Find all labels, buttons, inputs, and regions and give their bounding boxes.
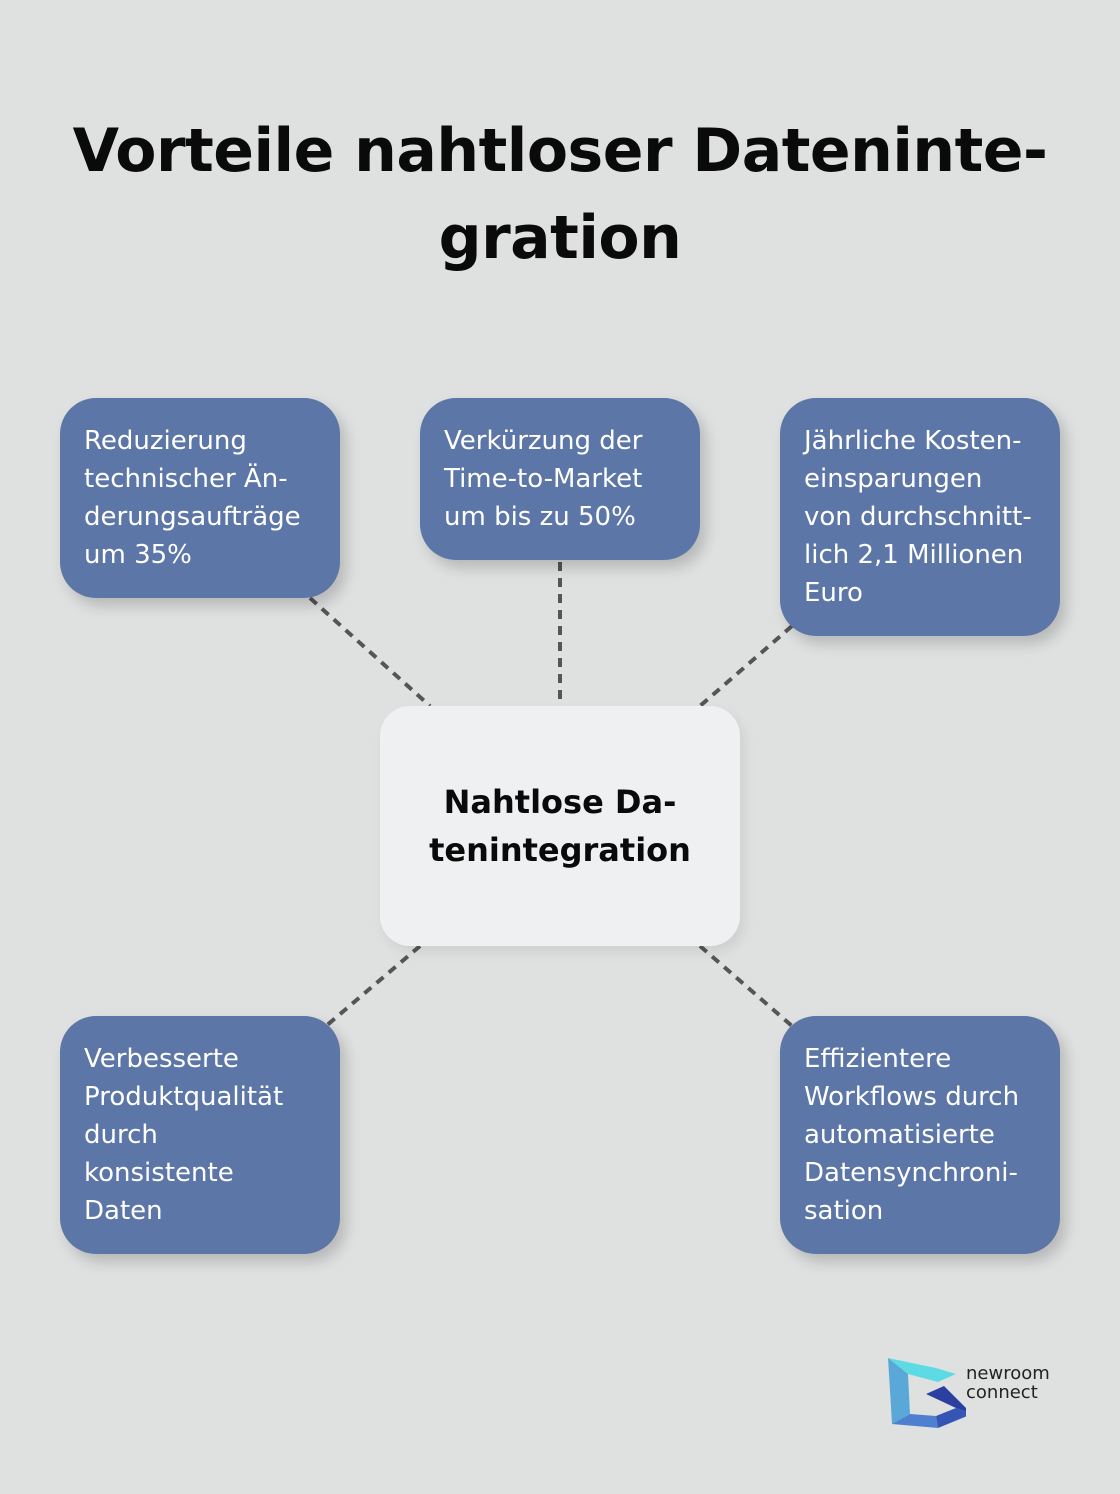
node-text-line: sation bbox=[804, 1196, 884, 1226]
node-text-line: konsistente bbox=[84, 1158, 234, 1188]
node-cost-savings: Jährliche Kosten-einsparungen von durchsc… bbox=[780, 398, 1060, 636]
node-text-line: Reduzierung bbox=[84, 426, 247, 456]
logo-text: newroom bbox=[966, 1363, 1050, 1384]
newroom-connect-logo: newroom connect bbox=[886, 1356, 1066, 1432]
page-title: Vorteile nahtloser Dateninte- gration bbox=[0, 108, 1120, 282]
title-line: gration bbox=[438, 203, 682, 273]
connector-top-right bbox=[698, 624, 794, 708]
node-text-line: um 35% bbox=[84, 540, 192, 570]
connector-top-left bbox=[308, 596, 432, 708]
node-text-line: von durchschnitt- bbox=[804, 502, 1032, 532]
node-change-requests: Reduzierung technischer Än-derungsaufträg… bbox=[60, 398, 340, 598]
node-text-line: Produktqualität bbox=[84, 1082, 284, 1112]
center-line: tenintegration bbox=[429, 831, 691, 869]
connector-bottom-left bbox=[324, 944, 422, 1028]
node-text-line: um bis zu 50% bbox=[444, 502, 636, 532]
node-text-line: Euro bbox=[804, 578, 863, 608]
connector-bottom-right bbox=[698, 944, 794, 1028]
node-text-line: automatisierte bbox=[804, 1120, 995, 1150]
node-text-line: Verbesserte bbox=[84, 1044, 239, 1074]
node-text-line: derungsaufträge bbox=[84, 502, 301, 532]
logo-mark-icon bbox=[888, 1358, 972, 1428]
node-text-line: durch bbox=[84, 1120, 158, 1150]
node-text-line: lich 2,1 Millionen bbox=[804, 540, 1024, 570]
node-text-line: Verkürzung der bbox=[444, 426, 643, 456]
node-text-line: Workflows durch bbox=[804, 1082, 1020, 1112]
center-node: Nahtlose Da- tenintegration bbox=[380, 706, 740, 946]
node-text-line: Time-to-Market bbox=[444, 464, 643, 494]
node-text-line: technischer Än- bbox=[84, 464, 288, 494]
node-text-line: Datensynchroni- bbox=[804, 1158, 1018, 1188]
node-text-line: einsparungen bbox=[804, 464, 983, 494]
node-text-line: Jährliche Kosten- bbox=[804, 426, 1022, 456]
center-line: Nahtlose Da- bbox=[443, 783, 677, 821]
node-text-line: Daten bbox=[84, 1196, 163, 1226]
node-text-line: Effizientere bbox=[804, 1044, 952, 1074]
logo-text: connect bbox=[966, 1382, 1038, 1403]
title-line: Vorteile nahtloser Dateninte- bbox=[72, 116, 1048, 186]
